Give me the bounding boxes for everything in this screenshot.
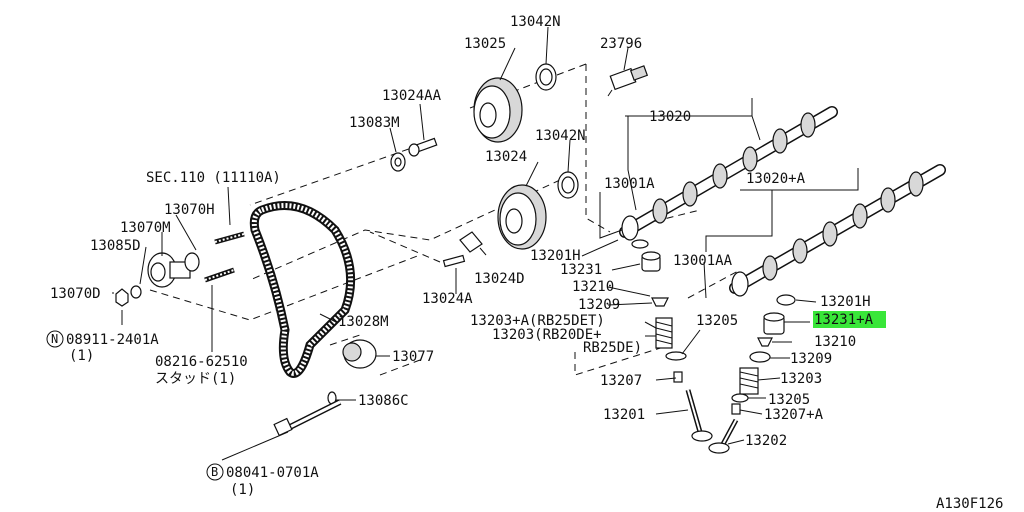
label-13231[interactable]: 13231 [560,262,602,278]
leader-lines [112,26,859,461]
label-13231a[interactable]: 13231+A [814,312,874,328]
oil-seal-icon [535,63,557,91]
label-23796[interactable]: 23796 [600,36,642,52]
bolt-icon [442,254,466,268]
label-sec110[interactable]: SEC.110 (11110A) [146,170,281,186]
bolt-icon [273,399,342,437]
plate-icon [459,231,483,253]
label-13042n-mid[interactable]: 13042N [535,128,586,144]
adjusting-shim-icon [631,239,649,249]
valve-icon [685,389,713,442]
label-13207a[interactable]: 13207+A [764,407,824,423]
valve-lifter-icon [763,312,785,335]
stud-icon [204,267,235,283]
label-13210-left[interactable]: 13210 [572,279,614,295]
label-13001aa[interactable]: 13001AA [673,253,733,269]
nut-icon [115,288,129,307]
label-13209-right[interactable]: 13209 [790,351,832,367]
washer-icon [390,152,406,172]
retainer-icon [651,297,669,307]
retainer-icon [757,337,773,347]
label-13086c[interactable]: 13086C [358,393,409,409]
label-08911-qty: (1) [69,348,94,364]
label-13042n-top[interactable]: 13042N [510,14,561,30]
stud-icon [214,231,245,245]
valve-seal-icon [731,403,741,415]
label-13025[interactable]: 13025 [464,36,506,52]
label-13203-right[interactable]: 13203 [780,371,822,387]
bolt-icon [408,137,438,157]
camshaft-icon [619,106,838,241]
valve-icon [708,418,739,454]
highlight-box [813,311,886,328]
adjusting-shim-icon [776,294,796,306]
cam-sprocket-icon [473,77,523,143]
label-13070m[interactable]: 13070M [120,220,171,236]
label-13210-right[interactable]: 13210 [814,334,856,350]
label-13201h-left[interactable]: 13201H [530,248,581,264]
label-13085d[interactable]: 13085D [90,238,141,254]
spacer-icon [184,252,200,272]
diagram-reference: A130F126 [936,496,1003,512]
label-13201h-right[interactable]: 13201H [820,294,871,310]
cam-sensor-icon [607,65,649,97]
timing-belt-icon [249,201,356,378]
label-13028m[interactable]: 13028M [338,314,389,330]
label-13020[interactable]: 13020 [649,109,691,125]
badge-b-text: B [211,465,218,479]
idler-pulley-icon [342,339,377,369]
label-13207-left[interactable]: 13207 [600,373,642,389]
label-13083m[interactable]: 13083M [349,115,400,131]
valve-spring-icon [655,317,673,349]
valve-seal-icon [673,371,683,383]
spring-seat-icon [665,351,687,361]
label-13070h[interactable]: 13070H [164,202,215,218]
label-13024d[interactable]: 13024D [474,271,525,287]
label-13203[interactable]: 13203(RB20DE+ [492,327,602,343]
label-13001a[interactable]: 13001A [604,176,655,192]
label-13024[interactable]: 13024 [485,149,527,165]
label-08041[interactable]: 08041-0701A [226,465,319,481]
badge-b-icon: B [206,463,224,481]
label-08041-qty: (1) [230,482,255,498]
valve-spring-icon [739,367,759,395]
washer-icon [130,285,142,299]
camshaft-icon [729,164,946,297]
spring-seat-icon [749,351,771,363]
valve-lifter-icon [641,251,661,272]
label-rb25de[interactable]: RB25DE) [583,340,642,356]
badge-n-text: N [51,332,58,346]
spring-seat-icon [731,393,749,403]
oil-seal-icon [557,171,579,199]
label-08911[interactable]: 08911-2401A [66,332,159,348]
label-13077[interactable]: 13077 [392,349,434,365]
badge-n-icon: N [46,330,64,348]
label-13201[interactable]: 13201 [603,407,645,423]
label-13024aa[interactable]: 13024AA [382,88,442,104]
cam-sprocket-icon [497,184,547,250]
tensioner-pulley-icon [147,252,191,288]
label-13202[interactable]: 13202 [745,433,787,449]
label-13020a[interactable]: 13020+A [746,171,806,187]
label-13070d[interactable]: 13070D [50,286,101,302]
label-13024a[interactable]: 13024A [422,291,473,307]
part-labels: 13042N 23796 13025 13024AA 13020 13083M … [50,14,1003,512]
label-13205-left[interactable]: 13205 [696,313,738,329]
label-13203a[interactable]: 13203+A(RB25DET) [470,313,605,329]
label-13209-left[interactable]: 13209 [578,297,620,313]
label-13205-right[interactable]: 13205 [768,392,810,408]
label-08216[interactable]: 08216-62510 [155,354,248,370]
label-08216-note: スタッド(1) [155,371,236,387]
